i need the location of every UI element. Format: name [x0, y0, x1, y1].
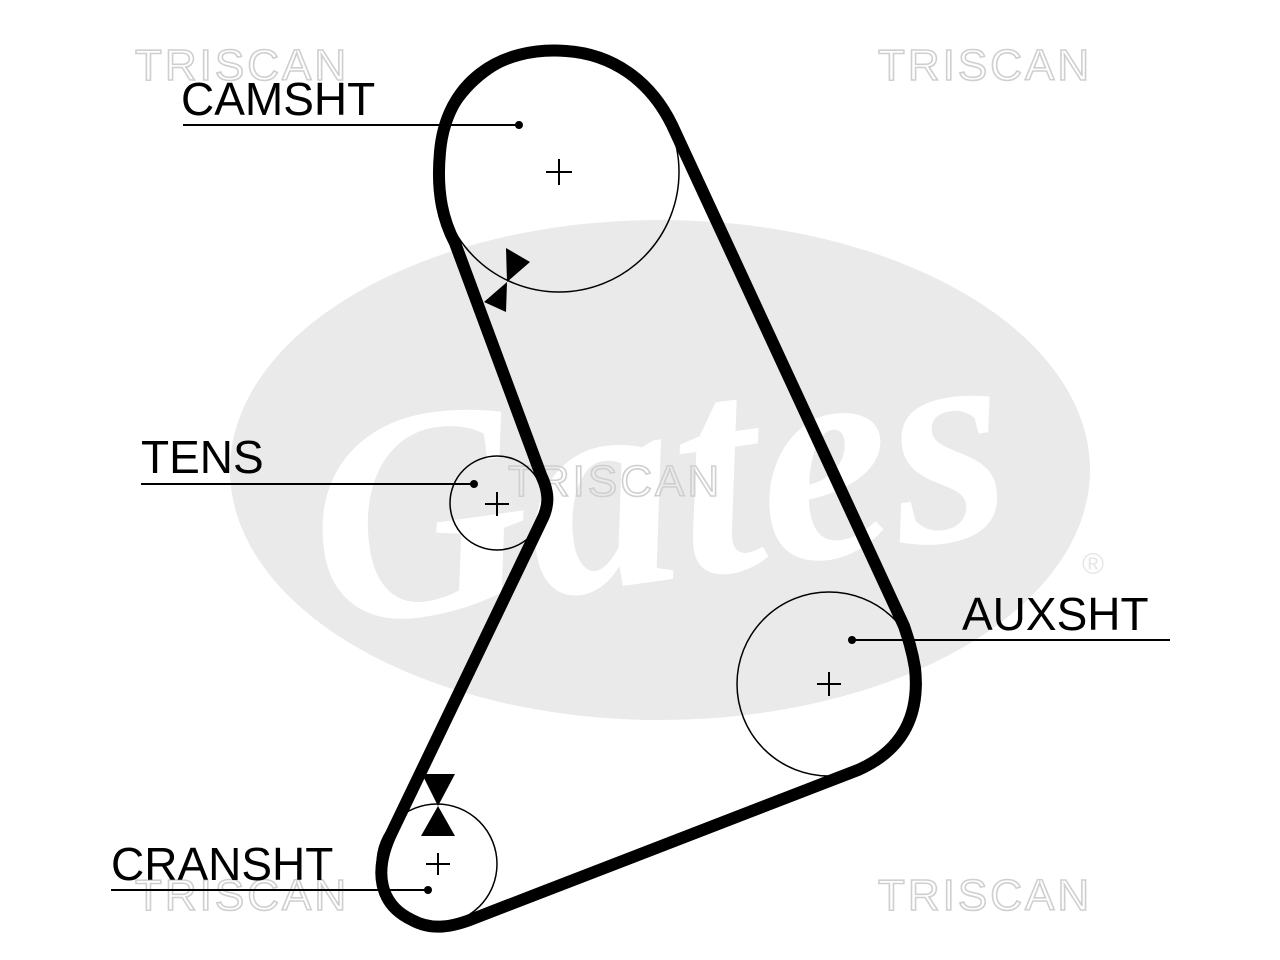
tensioner-leader-dot: [470, 480, 478, 488]
tensioner-label: TENS: [141, 431, 264, 483]
aux-shaft-center-mark: [817, 672, 841, 696]
watermark-bottom-right: TRISCAN: [878, 871, 1092, 920]
logo-ellipse: [230, 220, 1090, 720]
camshaft-leader-dot: [515, 121, 523, 129]
timing-belt: [375, 44, 922, 933]
crankshaft-center-mark: [426, 853, 450, 875]
timing-marks: [421, 248, 530, 836]
watermark-bottom-left: TRISCAN: [135, 871, 349, 920]
camshaft-label: CAMSHT: [181, 73, 375, 125]
registered-mark: ®: [1082, 548, 1104, 581]
aux-shaft-label: AUXSHT: [962, 588, 1149, 640]
camshaft-timing-mark: [484, 248, 530, 312]
watermark-top-right: TRISCAN: [878, 41, 1092, 90]
crankshaft-label: CRANSHT: [111, 838, 333, 890]
crankshaft-leader-dot: [424, 886, 432, 894]
watermark-top-left: TRISCAN: [135, 41, 349, 90]
crankshaft-timing-mark: [421, 774, 455, 836]
tensioner-center-mark: [485, 492, 509, 516]
camshaft-center-mark: [546, 159, 572, 185]
aux-shaft-leader-dot: [848, 636, 856, 644]
